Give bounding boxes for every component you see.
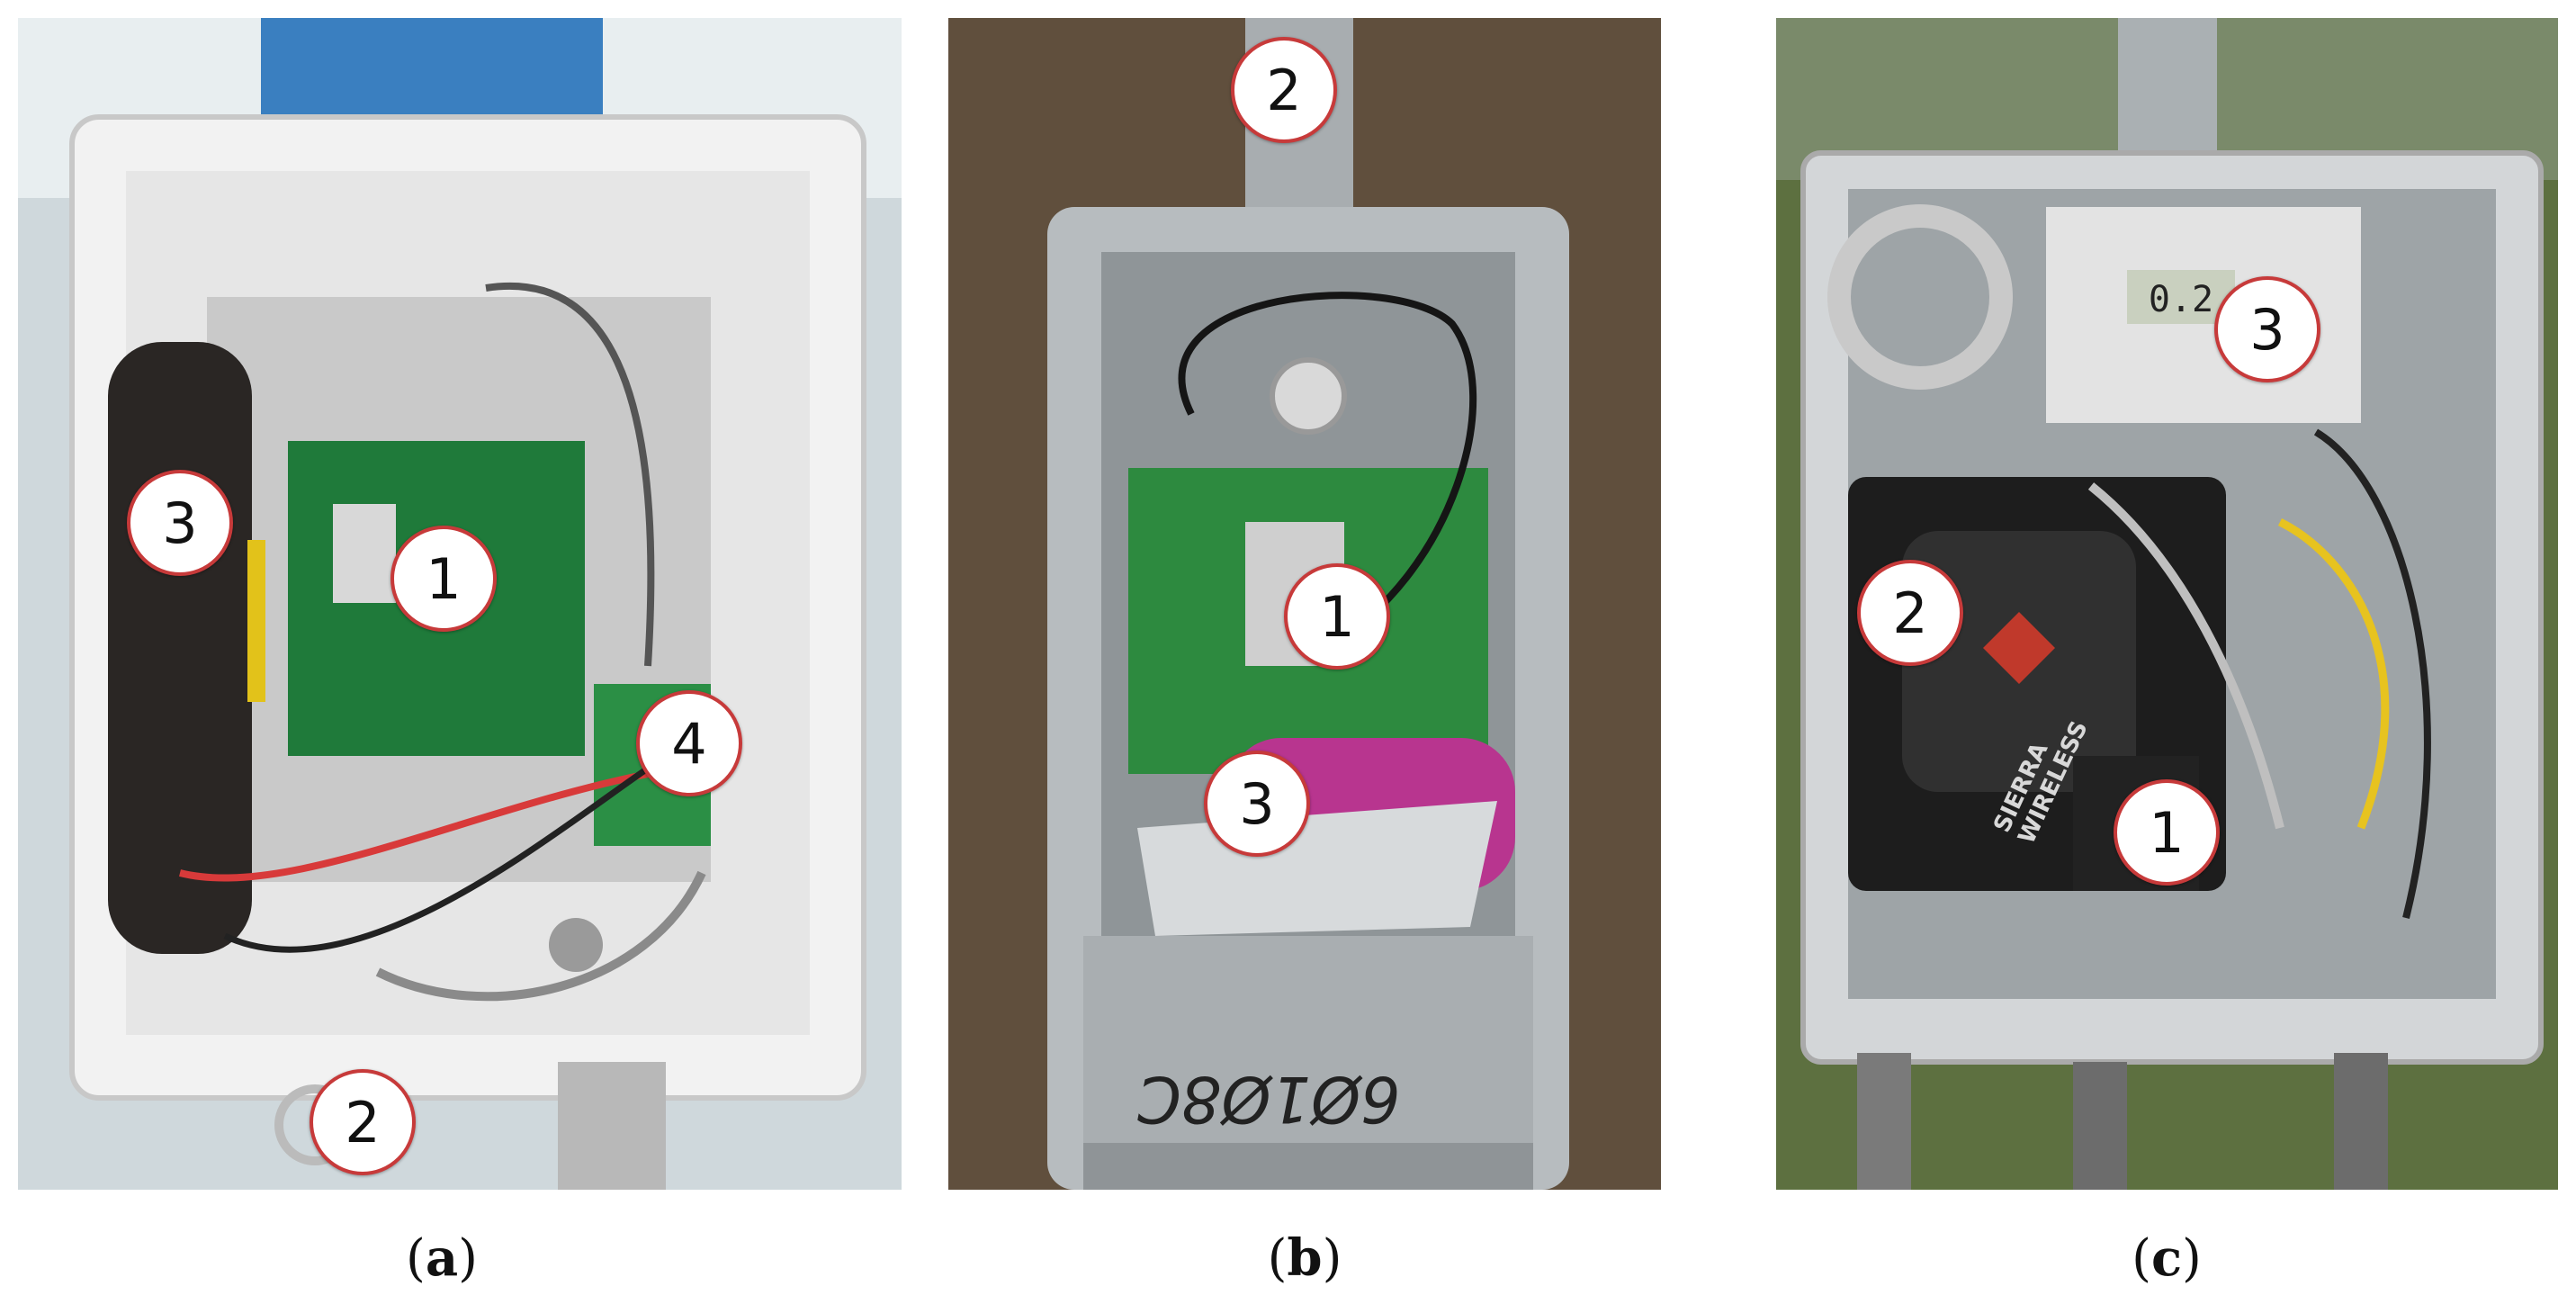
caption-a: (a) [405, 1228, 479, 1288]
marker-c-1: 1 [2114, 779, 2220, 886]
marker-c-3: 3 [2214, 276, 2320, 382]
marker-a-3: 3 [127, 470, 233, 576]
marker-b-2: 2 [1231, 37, 1337, 143]
caption-b-letter: b [1287, 1228, 1323, 1288]
marker-c-2: 2 [1857, 560, 1963, 666]
charge-controller-display: 0.2 [2148, 279, 2214, 320]
marker-a-1: 1 [390, 526, 497, 632]
marker-a-2: 2 [310, 1069, 416, 1175]
marker-a-4: 4 [636, 690, 742, 796]
caption-c-letter: c [2150, 1228, 2183, 1288]
caption-c: (c) [2132, 1228, 2202, 1288]
caption-b: (b) [1267, 1228, 1342, 1288]
caption-a-letter: a [425, 1228, 459, 1288]
marker-b-3: 3 [1204, 751, 1310, 857]
marker-b-1: 1 [1284, 563, 1390, 670]
box-marking-text: 6Ø1Ø8C [1137, 1062, 1401, 1136]
